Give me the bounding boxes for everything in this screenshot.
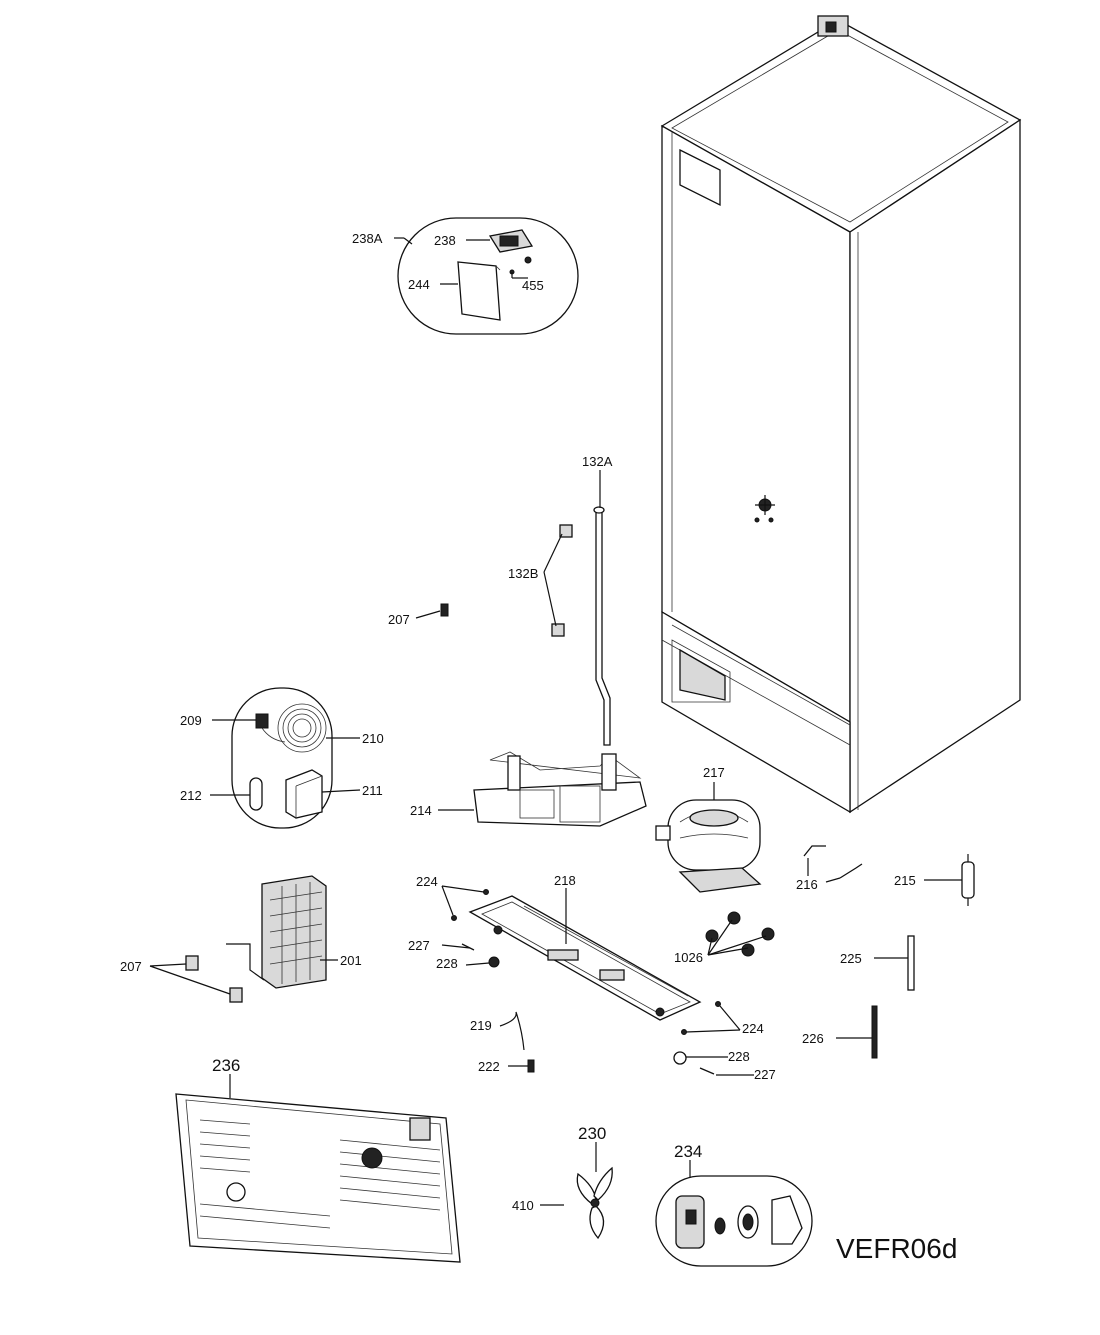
label-230: 230 <box>578 1124 606 1143</box>
label-201: 201 <box>340 953 362 968</box>
label-207-lower: 207 <box>120 959 142 974</box>
label-224-upper: 224 <box>416 874 438 889</box>
label-244: 244 <box>408 277 430 292</box>
fan-blade-230 <box>540 1142 613 1240</box>
relay-overload-group <box>210 687 361 829</box>
label-236: 236 <box>212 1056 240 1075</box>
label-209: 209 <box>180 713 202 728</box>
diagram-code: VEFR06d <box>836 1233 957 1264</box>
label-410: 410 <box>512 1198 534 1213</box>
label-211: 211 <box>362 783 383 798</box>
label-226: 226 <box>802 1031 824 1046</box>
label-207-upper: 207 <box>388 612 410 627</box>
filter-dryer-215 <box>924 854 975 906</box>
label-210: 210 <box>362 731 384 746</box>
label-218: 218 <box>554 873 576 888</box>
condenser-201 <box>226 875 338 989</box>
base-plate-218 <box>468 888 702 1021</box>
label-238: 238 <box>434 233 456 248</box>
label-132A: 132A <box>582 454 613 469</box>
label-224-lower: 224 <box>742 1021 764 1036</box>
label-222: 222 <box>478 1059 500 1074</box>
label-227-upper: 227 <box>408 938 430 953</box>
grommets-1026 <box>705 911 775 957</box>
valve-fixture <box>754 495 775 523</box>
fan-motor-group-234 <box>655 1160 813 1267</box>
label-228-upper: 228 <box>436 956 458 971</box>
label-217: 217 <box>703 765 725 780</box>
label-455: 455 <box>522 278 544 293</box>
label-212: 212 <box>180 788 202 803</box>
label-215: 215 <box>894 873 916 888</box>
label-216: 216 <box>796 877 818 892</box>
control-box-group <box>394 217 579 335</box>
label-1026: 1026 <box>674 950 703 965</box>
refrigerator-cabinet <box>660 15 1022 814</box>
label-132B: 132B <box>508 566 538 581</box>
tray-214 <box>438 751 647 827</box>
label-238A: 238A <box>352 231 383 246</box>
label-214: 214 <box>410 803 432 818</box>
drain-tube <box>543 470 611 746</box>
label-234: 234 <box>674 1142 702 1161</box>
label-228-lower: 228 <box>728 1049 750 1064</box>
label-225: 225 <box>840 951 862 966</box>
bottom-panel-236 <box>175 1074 461 1263</box>
coil-210 <box>277 703 327 753</box>
tubes-216 <box>803 845 863 883</box>
compressor-217 <box>655 782 762 893</box>
label-227-lower: 227 <box>754 1067 776 1082</box>
label-219: 219 <box>470 1018 492 1033</box>
